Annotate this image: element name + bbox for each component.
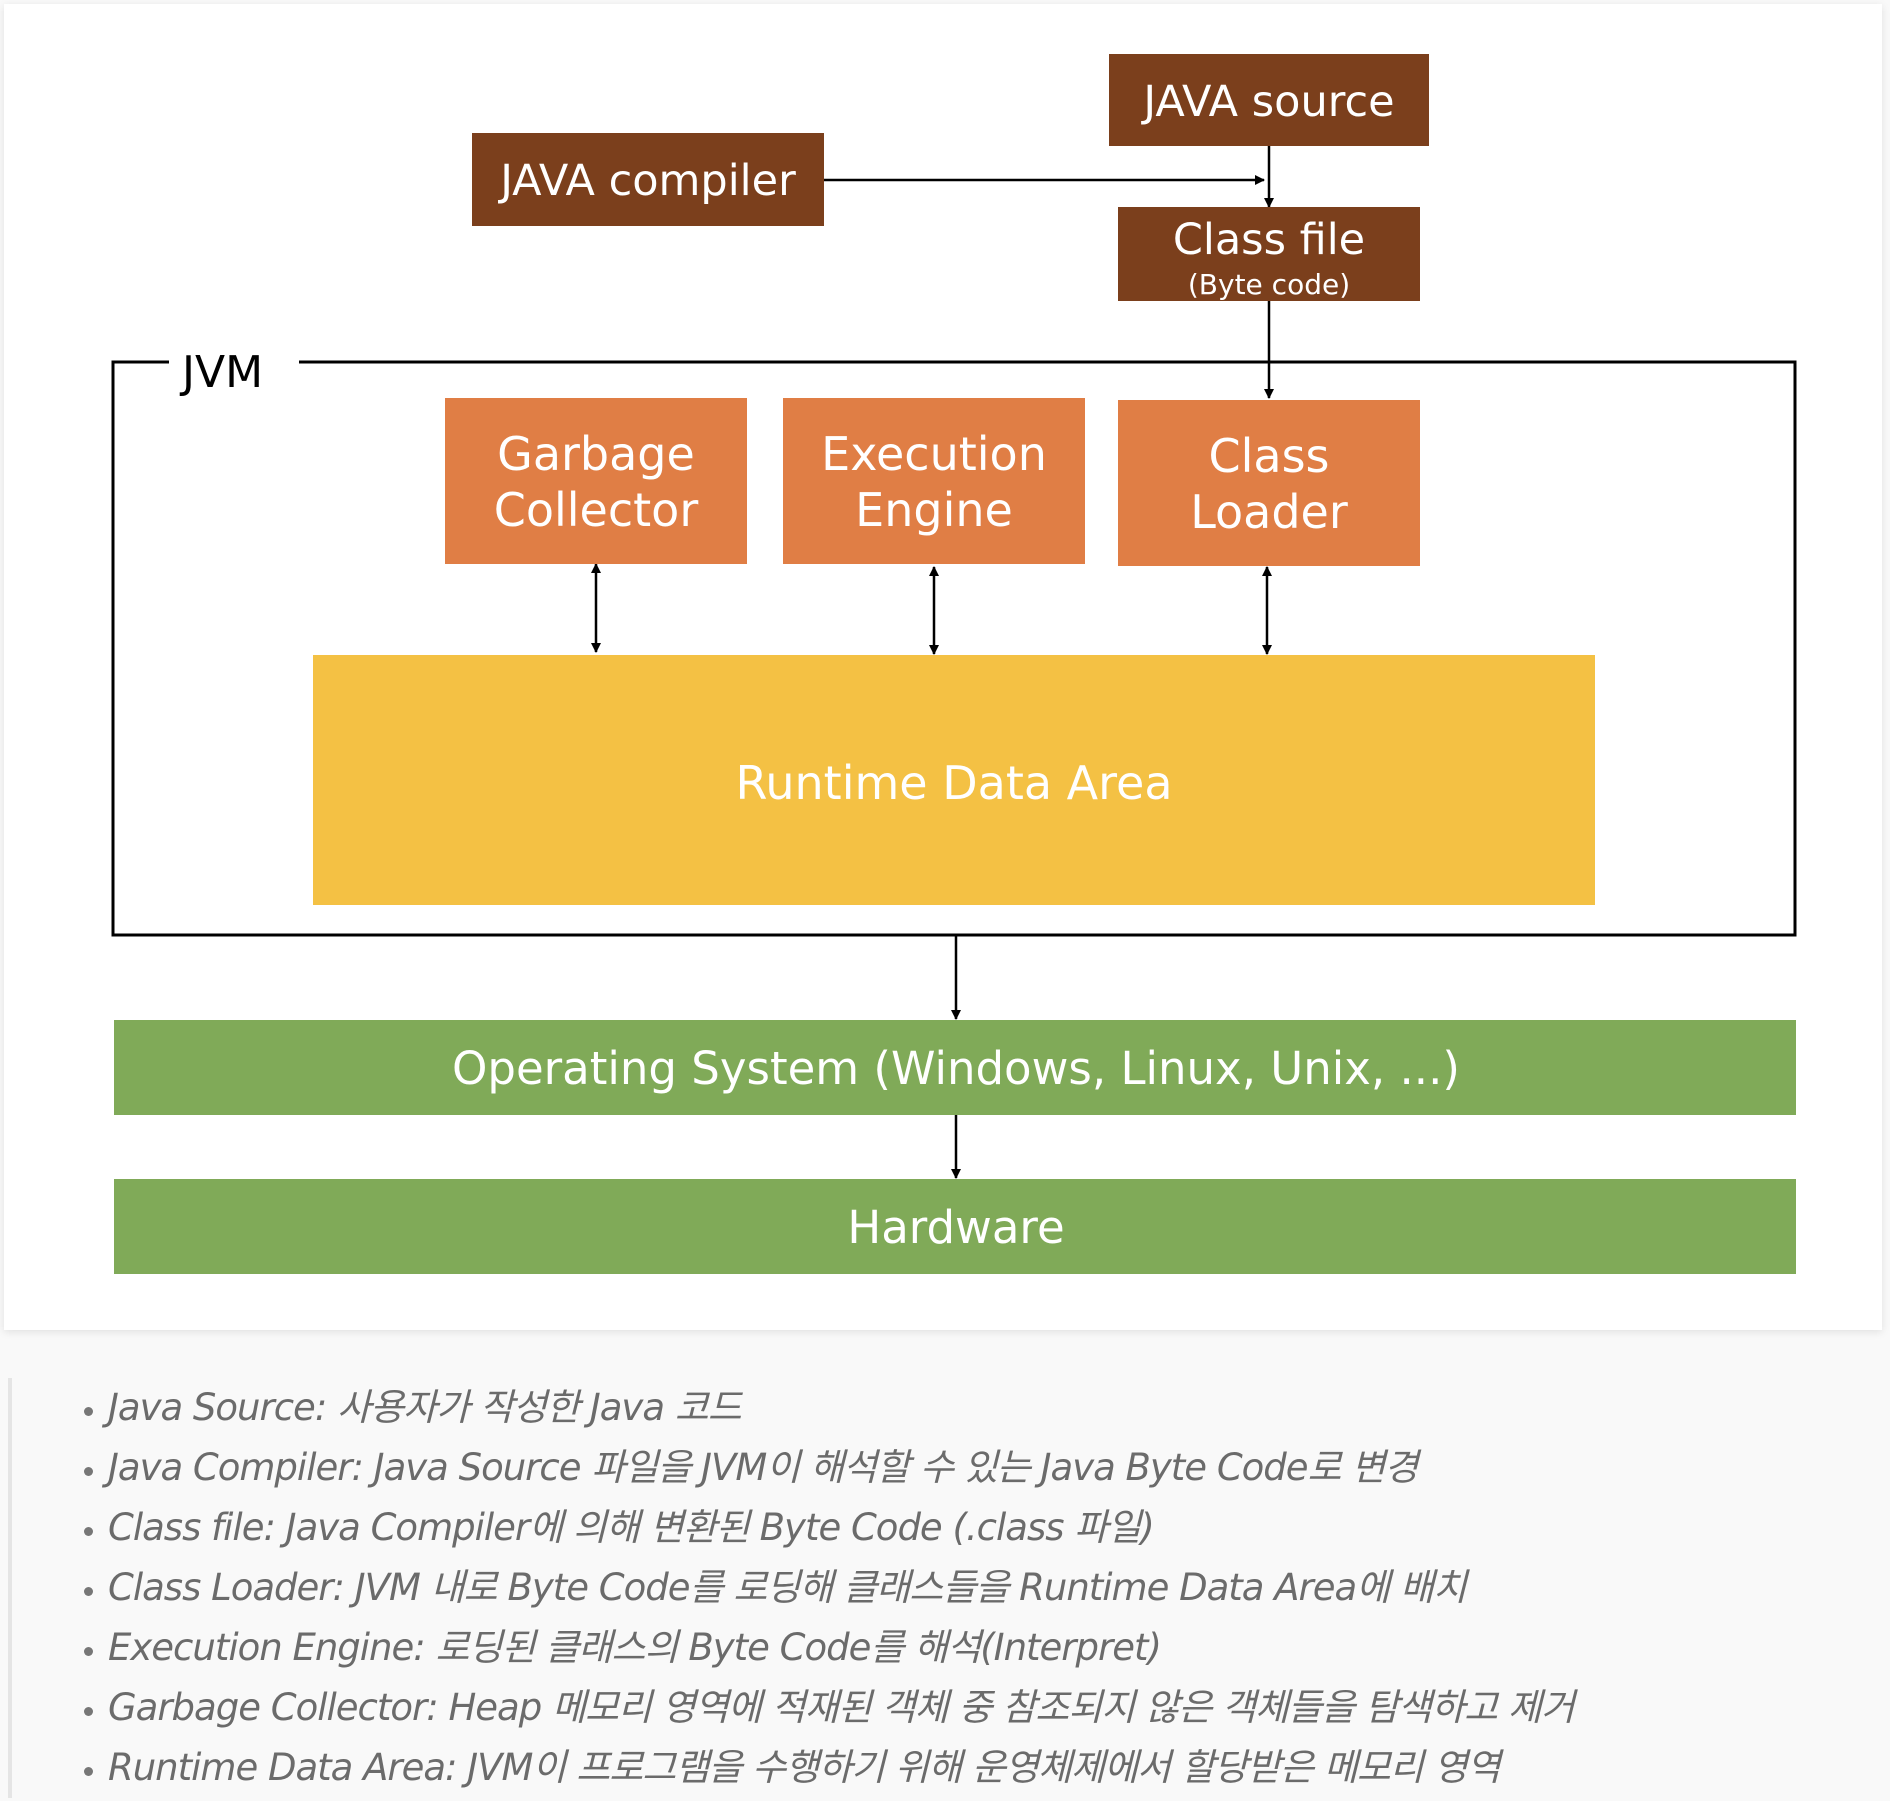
class-file-label: Class file <box>1173 215 1365 265</box>
list-item-desc: 로딩된 클래스의 Byte Code를 해석(Interpret) <box>424 1626 1162 1669</box>
diagram-card: JVM JAVA source JAVA compiler Class file… <box>4 4 1882 1330</box>
garbage-collector-label-line2: Collector <box>494 483 699 537</box>
list-item: Java Source: 사용자가 작성한 Java 코드 <box>108 1378 1872 1438</box>
java-source-label: JAVA source <box>1140 77 1394 127</box>
list-item: Runtime Data Area: JVM이 프로그램을 수행하기 위해 운영… <box>108 1738 1872 1798</box>
list-item-term: Execution Engine <box>108 1626 414 1669</box>
list-item-desc: Java Compiler에 의해 변환된 Byte Code (.class … <box>274 1506 1155 1549</box>
list-item-term: Class file <box>108 1506 264 1549</box>
list-item-term: Runtime Data Area <box>108 1746 446 1789</box>
list-item: Class file: Java Compiler에 의해 변환된 Byte C… <box>108 1498 1872 1558</box>
jvm-frame: JVM <box>111 347 1797 937</box>
runtime-data-area-box: Runtime Data Area <box>313 655 1595 905</box>
list-item-term: Class Loader <box>108 1566 333 1609</box>
component-description-list: Java Source: 사용자가 작성한 Java 코드 Java Compi… <box>8 1378 1872 1798</box>
class-file-box: Class file (Byte code) <box>1118 207 1420 301</box>
list-item: Execution Engine: 로딩된 클래스의 Byte Code를 해석… <box>108 1618 1872 1678</box>
class-file-sublabel: (Byte code) <box>1188 268 1350 301</box>
hardware-box: Hardware <box>114 1179 1796 1274</box>
class-loader-label-line2: Loader <box>1190 485 1348 539</box>
list-item-term: Garbage Collector <box>108 1686 427 1729</box>
runtime-data-area-label: Runtime Data Area <box>735 756 1172 810</box>
execution-engine-box: Execution Engine <box>783 398 1085 564</box>
list-item: Java Compiler: Java Source 파일을 JVM이 해석할 … <box>108 1438 1872 1498</box>
list-item-desc: Heap 메모리 영역에 적재된 객체 중 참조되지 않은 객체들을 탐색하고 … <box>437 1686 1575 1729</box>
java-compiler-box: JAVA compiler <box>472 133 824 226</box>
class-loader-box: Class Loader <box>1118 400 1420 566</box>
jvm-label: JVM <box>179 347 263 398</box>
list-item-term: Java Compiler <box>108 1446 352 1489</box>
list-item-desc: JVM 내로 Byte Code를 로딩해 클래스들을 Runtime Data… <box>343 1566 1467 1609</box>
list-item-desc: JVM이 프로그램을 수행하기 위해 운영체제에서 할당받은 메모리 영역 <box>456 1746 1501 1789</box>
java-source-box: JAVA source <box>1109 54 1429 146</box>
connectors <box>591 144 1274 1179</box>
execution-engine-label-line1: Execution <box>821 427 1047 481</box>
execution-engine-label-line2: Engine <box>855 483 1013 537</box>
garbage-collector-label-line1: Garbage <box>497 427 695 481</box>
hardware-label: Hardware <box>847 1201 1064 1254</box>
operating-system-box: Operating System (Windows, Linux, Unix, … <box>114 1020 1796 1115</box>
list-item-term: Java Source <box>108 1386 316 1429</box>
list-item: Class Loader: JVM 내로 Byte Code를 로딩해 클래스들… <box>108 1558 1872 1618</box>
list-item-desc: 사용자가 작성한 Java 코드 <box>326 1386 742 1429</box>
list-item: Garbage Collector: Heap 메모리 영역에 적재된 객체 중… <box>108 1678 1872 1738</box>
class-loader-label-line1: Class <box>1208 429 1329 483</box>
operating-system-label: Operating System (Windows, Linux, Unix, … <box>452 1042 1460 1095</box>
java-compiler-label: JAVA compiler <box>497 156 796 206</box>
garbage-collector-box: Garbage Collector <box>445 398 747 564</box>
jvm-architecture-diagram: JVM JAVA source JAVA compiler Class file… <box>111 54 1797 1274</box>
list-item-desc: Java Source 파일을 JVM이 해석할 수 있는 Java Byte … <box>362 1446 1419 1489</box>
